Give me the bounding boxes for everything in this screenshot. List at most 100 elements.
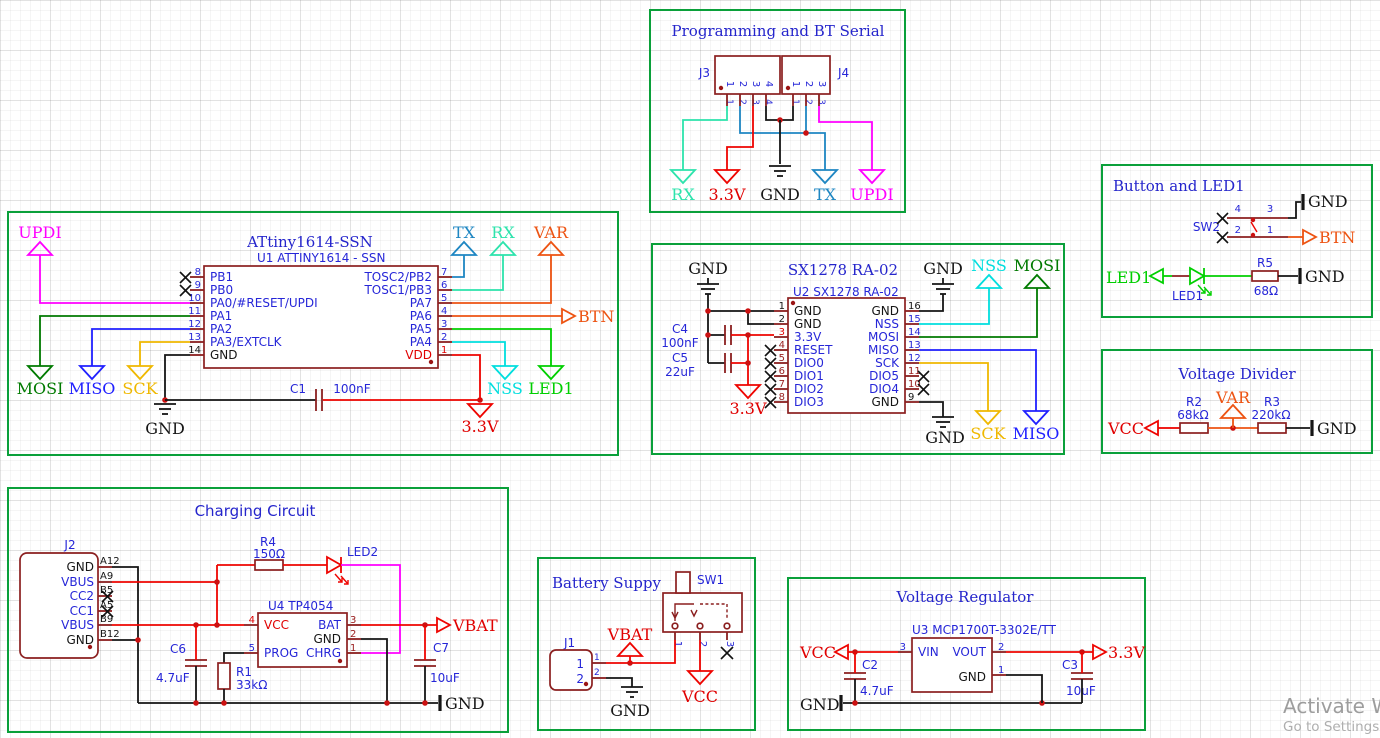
wire-gnd[interactable] bbox=[361, 638, 388, 703]
wire-gnd[interactable] bbox=[765, 106, 780, 121]
net-flag-3v3[interactable]: 3.3V bbox=[730, 384, 767, 418]
wire-gnd[interactable] bbox=[112, 566, 139, 703]
net-flag-mosi[interactable]: MOSI bbox=[1014, 256, 1061, 289]
net-flag-led1[interactable]: LED1 bbox=[1106, 267, 1172, 287]
net-flag-gnd-bottom[interactable]: GND bbox=[1298, 267, 1345, 286]
net-flag-gnd[interactable]: GND bbox=[800, 695, 843, 714]
net-flag-3v3[interactable]: 3.3V bbox=[462, 403, 499, 436]
block-title[interactable]: Button and LED1 bbox=[1113, 177, 1245, 195]
wire-gnd[interactable] bbox=[606, 677, 633, 687]
wire-mosi[interactable] bbox=[919, 288, 1038, 338]
connector-j2[interactable]: J2 GND VBUS CC2 CC1 VBUS GND A12 A9 B5 A… bbox=[19, 538, 120, 659]
net-flag-nss[interactable]: NSS bbox=[487, 365, 523, 398]
wire-updi[interactable] bbox=[818, 106, 873, 170]
block-border[interactable] bbox=[1101, 164, 1373, 318]
net-flag-gnd-topleft[interactable]: GND bbox=[688, 259, 728, 295]
net-flag-sck[interactable]: SCK bbox=[122, 365, 159, 398]
component-c4[interactable]: C4 100nF bbox=[661, 322, 732, 350]
component-u4[interactable]: U4 TP4054 VCC PROG BAT GND CHRG 4 5 3 2 … bbox=[244, 599, 361, 668]
net-flag-gnd[interactable]: GND bbox=[1310, 419, 1357, 438]
net-flag-vbat[interactable]: VBAT bbox=[436, 616, 498, 635]
component-r1[interactable]: R1 33kΩ bbox=[217, 662, 267, 692]
net-flag-gnd[interactable]: GND bbox=[610, 686, 650, 720]
component-sw2[interactable]: SW2 4 3 2 1 bbox=[1193, 204, 1288, 244]
block-title[interactable]: ATtiny1614-SSN bbox=[246, 233, 373, 251]
net-flag-tx[interactable]: TX bbox=[449, 223, 479, 256]
component-r5[interactable]: R5 68Ω bbox=[1251, 256, 1279, 298]
net-flag-sck[interactable]: SCK bbox=[970, 410, 1007, 443]
connector-j3[interactable]: J3 1 2 3 4 1 2 3 4 bbox=[698, 55, 781, 106]
net-flag-mosi[interactable]: MOSI bbox=[17, 365, 64, 398]
component-c1[interactable]: C1 100nF bbox=[290, 382, 371, 411]
block-title[interactable]: Charging Circuit bbox=[195, 502, 316, 520]
block-border[interactable] bbox=[651, 243, 1065, 455]
wire-gnd[interactable] bbox=[747, 311, 774, 325]
wire-rx[interactable] bbox=[682, 106, 728, 170]
wire-tx[interactable] bbox=[739, 106, 826, 170]
component-r3[interactable]: R3 220kΩ bbox=[1251, 395, 1291, 434]
wire-sck[interactable] bbox=[919, 362, 989, 411]
net-flag-rx[interactable]: RX bbox=[488, 223, 518, 256]
net-flag-vcc[interactable]: VCC bbox=[681, 670, 718, 706]
block-title[interactable]: Voltage Regulator bbox=[896, 588, 1035, 606]
wire-miso[interactable] bbox=[91, 328, 190, 366]
wire-gnd[interactable] bbox=[164, 354, 190, 400]
wire-nss[interactable] bbox=[919, 288, 990, 325]
net-flag-gnd[interactable]: GND bbox=[145, 403, 185, 438]
connector-j4[interactable]: J4 1 2 3 1 2 3 bbox=[781, 55, 849, 106]
net-flag-gnd[interactable]: GND bbox=[760, 165, 800, 204]
net-flag-nss[interactable]: NSS bbox=[971, 256, 1007, 289]
net-flag-3v3[interactable]: 3.3V bbox=[709, 169, 746, 204]
wire-rx[interactable] bbox=[452, 255, 504, 291]
net-flag-var[interactable]: VAR bbox=[1215, 388, 1251, 428]
block-border[interactable] bbox=[7, 487, 509, 733]
net-flag-led1[interactable]: LED1 bbox=[528, 365, 574, 398]
net-flag-miso[interactable]: MISO bbox=[69, 365, 116, 398]
connector-j1[interactable]: J1 1 2 1 2 bbox=[549, 636, 606, 691]
net-flag-gnd-topright[interactable]: GND bbox=[923, 259, 963, 295]
net-flag-updi[interactable]: UPDI bbox=[850, 169, 894, 204]
component-u1[interactable]: U1 ATTINY1614 - SSN PB1 PB0 PA0/#RESET/U… bbox=[179, 251, 452, 369]
net-flag-gnd-bottom[interactable]: GND bbox=[925, 416, 965, 447]
wire-gnd[interactable] bbox=[1288, 201, 1301, 219]
component-u2[interactable]: U2 SX1278 RA-02 GND GND 3.3V RESET DIO0 … bbox=[764, 285, 930, 414]
wire-vdd[interactable] bbox=[452, 354, 481, 400]
wire-miso[interactable] bbox=[919, 349, 1037, 411]
net-flag-tx[interactable]: TX bbox=[810, 169, 840, 204]
net-flag-gnd[interactable]: GND bbox=[438, 694, 485, 713]
net-flag-var[interactable]: VAR bbox=[533, 223, 569, 256]
wire-tx[interactable] bbox=[452, 255, 465, 278]
wire-gnd[interactable] bbox=[919, 294, 944, 312]
net-flag-vcc[interactable]: VCC bbox=[1107, 419, 1166, 438]
wire-mosi[interactable] bbox=[39, 315, 190, 366]
wire-gnd[interactable] bbox=[919, 401, 944, 417]
component-u3[interactable]: U3 MCP1700T-3302E/TT VIN VOUT GND 3 2 1 bbox=[898, 623, 1057, 693]
net-flag-btn[interactable]: BTN bbox=[561, 307, 614, 326]
block-title[interactable]: SX1278 RA-02 bbox=[788, 261, 898, 279]
net-flag-rx[interactable]: RX bbox=[668, 169, 698, 204]
wire-var[interactable] bbox=[452, 255, 552, 304]
wire-led1[interactable] bbox=[452, 328, 552, 366]
block-border[interactable] bbox=[537, 557, 756, 731]
component-r4[interactable]: R4 150Ω bbox=[253, 535, 285, 571]
net-flag-vbat[interactable]: VBAT bbox=[607, 625, 653, 663]
wire-gnd[interactable] bbox=[780, 106, 794, 121]
wire-3v3[interactable] bbox=[726, 106, 754, 170]
net-flag-vcc[interactable]: VCC bbox=[799, 643, 855, 662]
block-title[interactable]: Programming and BT Serial bbox=[672, 22, 885, 40]
block-title[interactable]: Battery Suppy bbox=[552, 574, 661, 592]
block-border[interactable] bbox=[649, 9, 906, 213]
component-led1[interactable]: LED1 bbox=[1172, 266, 1212, 303]
component-sw1[interactable]: SW1 1 2 3 bbox=[662, 571, 743, 660]
wire-sck[interactable] bbox=[139, 341, 190, 366]
net-flag-miso[interactable]: MISO bbox=[1013, 410, 1060, 443]
wire-gnd[interactable] bbox=[1006, 674, 1043, 703]
net-flag-updi[interactable]: UPDI bbox=[18, 223, 62, 256]
block-border[interactable] bbox=[1101, 349, 1373, 454]
block-border[interactable] bbox=[7, 211, 619, 456]
component-c6[interactable]: C6 4.7uF bbox=[156, 642, 207, 685]
component-c2[interactable]: C2 4.7uF bbox=[844, 658, 894, 698]
wire-prog[interactable] bbox=[223, 652, 244, 663]
component-r2[interactable]: R2 68kΩ bbox=[1177, 395, 1209, 434]
block-title[interactable]: Voltage Divider bbox=[1177, 365, 1296, 383]
